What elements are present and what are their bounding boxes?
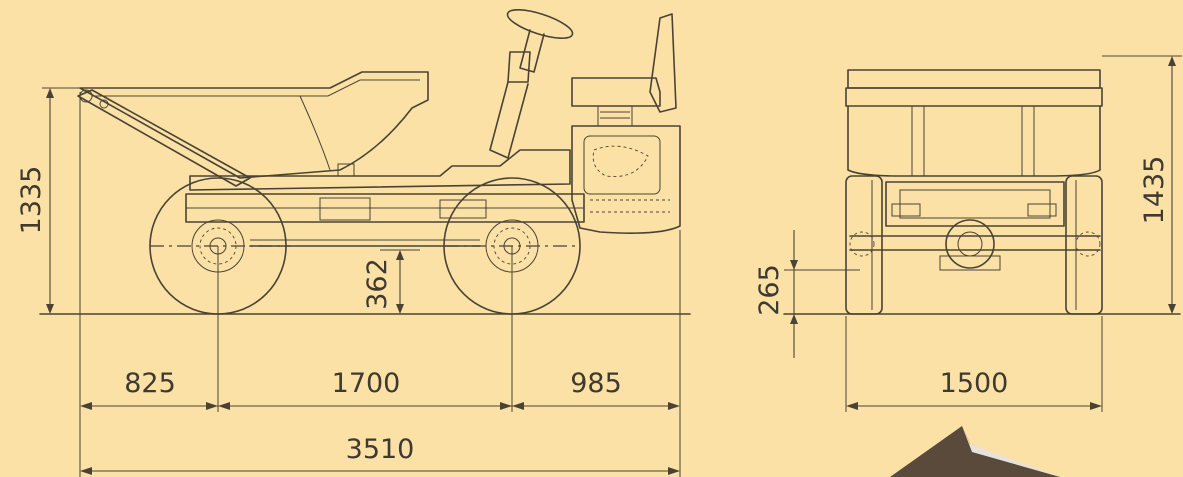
rear-overhang-label: 985 xyxy=(570,368,622,399)
chassis xyxy=(185,149,585,247)
side-view: 1335 362 825 1700 985 xyxy=(16,9,691,477)
overall-length-label: 3510 xyxy=(346,434,415,465)
wheelbase-label: 1700 xyxy=(332,368,401,399)
clearance-label-side: 362 xyxy=(362,258,393,310)
clearance-dimension-side: 362 xyxy=(362,249,420,314)
clearance-label-front: 265 xyxy=(754,264,785,316)
height-label-front: 1435 xyxy=(1139,156,1170,225)
engine-block xyxy=(571,125,681,234)
skip-bucket xyxy=(77,71,429,187)
width-dimension: 1500 xyxy=(846,368,1102,410)
corner-arrow-icon xyxy=(890,426,1060,477)
seat xyxy=(571,13,677,127)
clearance-dimension-front: 265 xyxy=(754,230,860,358)
steering xyxy=(489,9,574,159)
height-label-side: 1335 xyxy=(16,166,47,235)
front-overhang-label: 825 xyxy=(124,368,176,399)
height-dimension-side: 1335 xyxy=(16,87,80,314)
length-dimensions: 825 1700 985 xyxy=(80,368,680,410)
overall-length-dimension: 3510 xyxy=(80,434,680,475)
front-view: 1435 265 1500 xyxy=(754,55,1182,412)
width-label: 1500 xyxy=(940,368,1009,399)
height-dimension-front: 1435 xyxy=(1102,55,1182,314)
